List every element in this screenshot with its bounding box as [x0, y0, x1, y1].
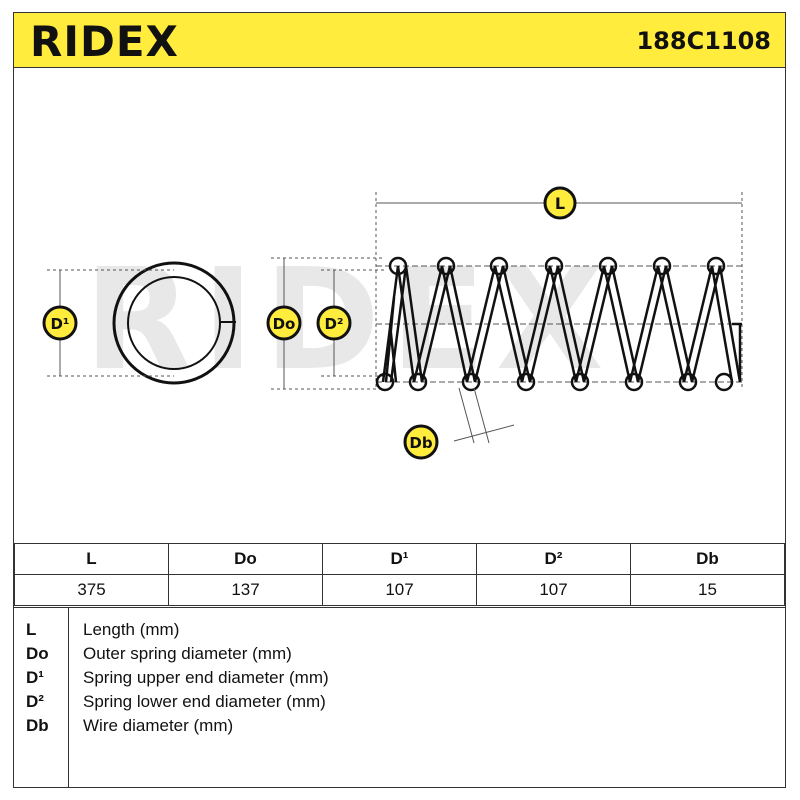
outer-frame [13, 12, 786, 788]
legend-abbr: D² [26, 692, 44, 711]
badge-d2: D² [316, 305, 352, 341]
specs-header-d2: D² [476, 543, 631, 575]
specs-header-l: L [14, 543, 169, 575]
legend-item: D² Spring lower end diameter (mm) [14, 692, 785, 716]
legend: L Length (mm) Do Outer spring diameter (… [14, 607, 785, 788]
specs-value-l: 375 [14, 574, 169, 606]
specs-header-db: Db [630, 543, 785, 575]
specs-table: L Do D¹ D² Db 375 137 107 107 15 [14, 543, 785, 606]
legend-abbr: Do [26, 644, 49, 663]
legend-desc: Length (mm) [83, 620, 180, 639]
legend-desc: Wire diameter (mm) [83, 716, 234, 735]
legend-abbr: D¹ [26, 668, 44, 687]
specs-header-row: L Do D¹ D² Db [14, 543, 785, 575]
db-dimension [453, 387, 515, 444]
specs-value-d2: 107 [476, 574, 631, 606]
part-number: 188C1108 [636, 27, 771, 55]
badge-d1-label: D¹ [50, 315, 69, 333]
legend-desc: Outer spring diameter (mm) [83, 644, 292, 663]
legend-item: Db Wire diameter (mm) [14, 716, 785, 740]
end-view-ring [112, 261, 236, 385]
badge-db: Db [403, 424, 439, 460]
header-bar: RIDEX 188C1108 [14, 13, 785, 68]
specs-header-d1: D¹ [322, 543, 477, 575]
specs-value-row: 375 137 107 107 15 [14, 574, 785, 606]
badge-d1: D¹ [42, 305, 78, 341]
badge-l: L [543, 186, 577, 220]
legend-abbr: Db [26, 716, 49, 735]
legend-desc: Spring lower end diameter (mm) [83, 692, 326, 711]
spring-side-view [375, 256, 742, 392]
specs-value-d1: 107 [322, 574, 477, 606]
spring-drawing: RIDEX [14, 68, 785, 542]
specs-value-db: 15 [630, 574, 785, 606]
brand-logo: RIDEX [30, 17, 179, 66]
legend-abbr: L [26, 620, 37, 639]
legend-item: D¹ Spring upper end diameter (mm) [14, 668, 785, 692]
badge-d2-label: D² [324, 315, 343, 333]
legend-item: L Length (mm) [14, 620, 785, 644]
spring-diagram: RIDEX [42, 186, 743, 460]
badge-do-label: Do [273, 315, 296, 333]
legend-desc: Spring upper end diameter (mm) [83, 668, 329, 687]
badge-do: Do [266, 305, 302, 341]
badge-l-label: L [555, 194, 565, 213]
legend-divider [68, 608, 69, 788]
legend-item: Do Outer spring diameter (mm) [14, 644, 785, 668]
specs-header-do: Do [168, 543, 323, 575]
badge-db-label: Db [409, 434, 432, 452]
specs-value-do: 137 [168, 574, 323, 606]
